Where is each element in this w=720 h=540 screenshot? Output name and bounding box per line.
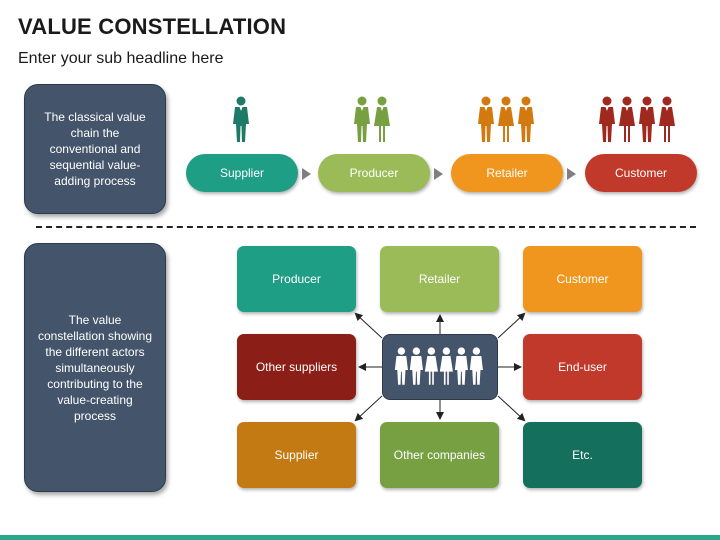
- page-subtitle: Enter your sub headline here: [18, 50, 224, 67]
- node-producer: Producer: [237, 246, 356, 312]
- chain-step-retailer: Retailer: [451, 154, 563, 192]
- section-divider: [36, 226, 696, 228]
- chain-arrow-icon: [302, 168, 311, 180]
- value-constellation-description: The value constellation showing the diff…: [24, 243, 166, 492]
- chain-step-producer: Producer: [318, 154, 430, 192]
- arrow-to-producer: [354, 312, 383, 339]
- retailer-people-icon: [478, 96, 534, 142]
- node-other-suppliers: Other suppliers: [237, 334, 356, 400]
- chain-arrow-icon: [434, 168, 443, 180]
- chain-arrow-icon: [567, 168, 576, 180]
- hub-people-box: [382, 334, 498, 400]
- classical-value-chain-description: The classical value chain the convention…: [24, 84, 166, 214]
- supplier-people-icon: [233, 96, 249, 142]
- node-customer: Customer: [523, 246, 642, 312]
- page-title: VALUE CONSTELLATION: [18, 14, 287, 39]
- producer-people-icon: [354, 96, 390, 142]
- chain-step-customer: Customer: [585, 154, 697, 192]
- people-group-icon: [394, 347, 483, 385]
- arrow-to-supplier: [354, 395, 383, 422]
- node-supplier: Supplier: [237, 422, 356, 488]
- arrow-to-etc: [497, 395, 526, 422]
- node-etc: Etc.: [523, 422, 642, 488]
- customer-people-icon: [599, 96, 675, 142]
- footer-accent-bar: [0, 535, 720, 540]
- arrow-to-customer: [497, 312, 526, 339]
- chain-step-supplier: Supplier: [186, 154, 298, 192]
- node-other-companies: Other companies: [380, 422, 499, 488]
- node-end-user: End-user: [523, 334, 642, 400]
- node-retailer: Retailer: [380, 246, 499, 312]
